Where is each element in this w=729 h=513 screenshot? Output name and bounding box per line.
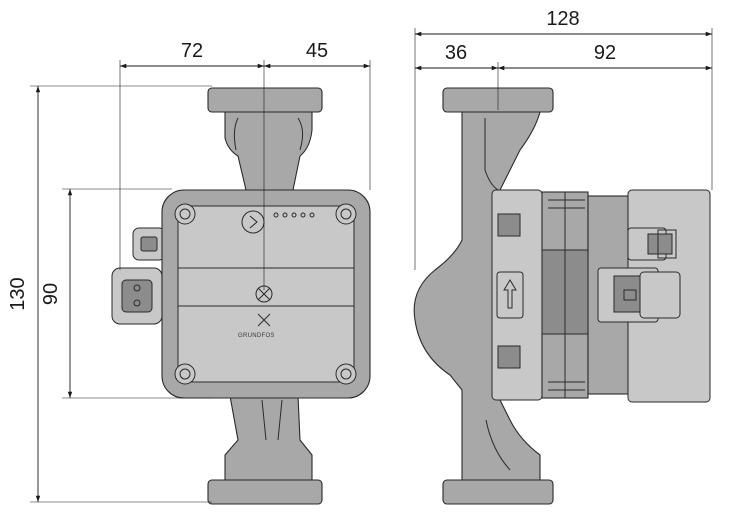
led-indicators [273,212,315,218]
brand-logo-text: GRUNDFOS [238,333,275,339]
bolt-top-right [335,203,357,225]
dim-label-housing-height: 90 [40,283,62,305]
side-connector-upper [627,227,677,261]
top-flange [207,87,323,113]
side-view [413,87,711,505]
grundfos-x-icon [257,313,271,327]
side-connector-lower [597,267,681,323]
dim-label-overall-height: 130 [7,277,29,310]
bolt-bottom-right [335,363,357,385]
side-bottom-flange [442,479,554,505]
front-view: GRUNDFOS [111,87,371,505]
bolt-top-left [174,203,196,225]
bottom-flange [207,479,323,505]
lower-pipe [224,395,313,481]
upper-pipe [224,111,313,191]
dim-label-inlet-offset: 36 [445,42,467,64]
shaft-center-mark [255,285,273,303]
mode-button [241,210,265,234]
dim-label-right-width: 45 [306,40,328,62]
side-dimensions: 128 36 92 [414,8,713,270]
dim-label-overall-depth: 128 [546,8,579,30]
front-dimensions: 72 45 130 90 [7,40,371,503]
dim-label-left-width: 72 [181,40,203,62]
bolt-bottom-left [174,363,196,385]
side-pump-body [413,111,541,481]
dim-label-motor-depth: 92 [594,42,616,64]
brand-logo: GRUNDFOS [238,313,275,339]
flow-arrow-indicator [496,271,524,319]
